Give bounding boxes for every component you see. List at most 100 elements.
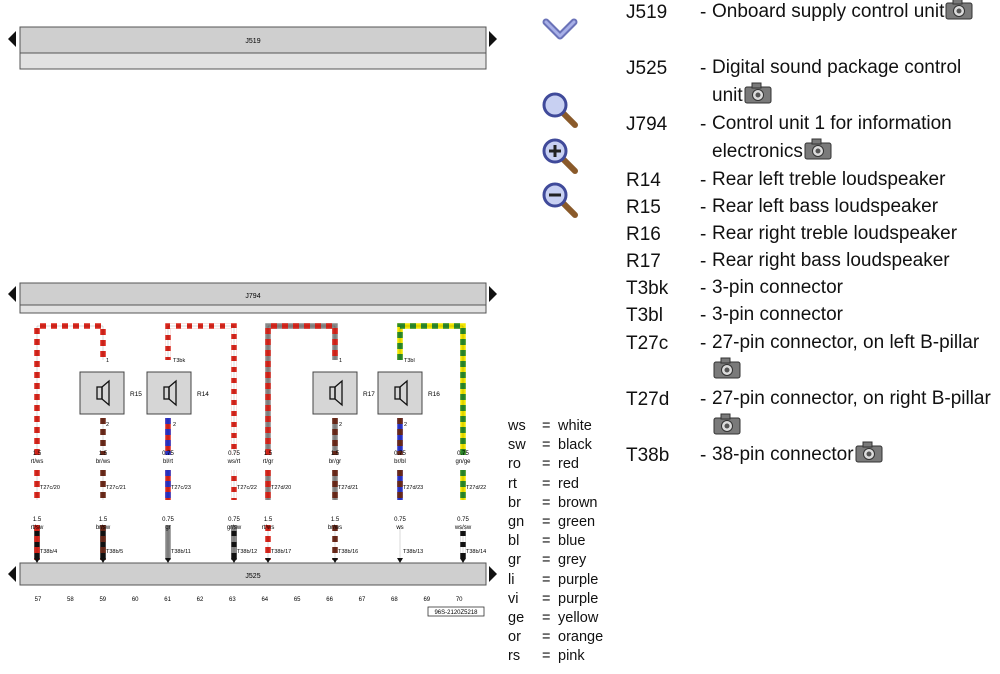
collapse-button[interactable] xyxy=(538,8,582,52)
legend-dash: - xyxy=(700,170,707,191)
legend-code: T38b xyxy=(626,445,670,466)
color-name: blue xyxy=(558,533,586,550)
camera-icon[interactable] xyxy=(855,441,883,463)
pin-arrow xyxy=(231,558,237,563)
color-name: orange xyxy=(558,629,604,646)
color-name: white xyxy=(558,418,592,434)
speaker-cone xyxy=(101,379,110,407)
top-bar-label: J519 xyxy=(245,38,260,45)
color-equals: = xyxy=(542,475,551,492)
color-equals: = xyxy=(542,418,551,434)
color-equals: = xyxy=(542,494,551,511)
connector-bottom-label: T38b/16 xyxy=(338,549,358,555)
legend-description-text: Rear right bass loudspeaker xyxy=(712,250,950,271)
speaker-cone xyxy=(399,379,408,407)
loop-wire-outline xyxy=(267,325,336,455)
zoom-out-icon xyxy=(542,182,578,218)
color-name: pink xyxy=(558,648,585,665)
color-equals: = xyxy=(542,533,551,550)
scroll-right-arrow-icon[interactable] xyxy=(489,31,497,47)
legend-description: 3-pin connector xyxy=(712,301,992,329)
color-abbr: vi xyxy=(508,590,519,607)
search-button[interactable] xyxy=(538,88,582,132)
wires-layer: 1.5rt/wsT27c/201.5rt/swT38b/41.5br/wsT27… xyxy=(31,323,486,563)
legend-description-text: 3-pin connector xyxy=(712,304,843,325)
loop-wire-outline xyxy=(36,325,104,455)
speaker-cone xyxy=(334,379,343,407)
wire-color-bottom: ws/sw xyxy=(454,525,472,531)
pin-arrow xyxy=(265,558,271,563)
speaker-pin-top: T3bl xyxy=(404,358,415,364)
wiring-diagram: J519 J794 1.5rt/wsT27c/201.5rt/swT38b/41… xyxy=(8,26,497,617)
connector-top-label: T27d/21 xyxy=(338,485,358,491)
scroll-left-arrow-icon[interactable] xyxy=(8,566,16,582)
speaker-pin-bottom: 2 xyxy=(339,422,342,428)
loop-wire-outline xyxy=(399,325,464,455)
zoom-out-button[interactable] xyxy=(538,178,582,222)
camera-icon[interactable] xyxy=(713,357,741,379)
connector-bottom-label: T38b/14 xyxy=(466,549,486,555)
legend-description: Rear left bass loudspeaker xyxy=(712,193,992,221)
connector-bottom-label: T38b/12 xyxy=(237,549,257,555)
speaker-pin-top: 1 xyxy=(106,358,109,364)
wire-color-bottom: gr/sw xyxy=(227,525,242,531)
legend-description-text: 3-pin connector xyxy=(712,277,843,298)
color-equals: = xyxy=(542,610,551,626)
pin-arrow xyxy=(397,558,403,563)
legend-dash: - xyxy=(700,278,707,299)
scale-number: 61 xyxy=(164,597,171,603)
legend-description-text: 27-pin connector, on right B-pillar xyxy=(712,388,991,409)
speaker-pin-top: T3bk xyxy=(173,358,185,364)
wire-gauge-bottom: 0.75 xyxy=(228,517,240,523)
scroll-left-arrow-icon[interactable] xyxy=(8,31,16,47)
connector-top-label: T27c/22 xyxy=(237,485,257,491)
legend-code: R14 xyxy=(626,170,661,191)
chevron-down-icon xyxy=(542,18,578,40)
color-abbr: ro xyxy=(508,456,521,473)
connector-bottom-label: T38b/11 xyxy=(171,549,191,555)
legend-description-text: 27-pin connector, on left B-pillar xyxy=(712,332,980,353)
zoom-in-button[interactable] xyxy=(538,134,582,178)
scroll-left-arrow-icon[interactable] xyxy=(8,286,16,302)
speaker-label: R16 xyxy=(428,391,440,398)
camera-icon[interactable] xyxy=(804,138,832,160)
legend-dash: - xyxy=(700,197,707,218)
wire-color-top: rt/gr xyxy=(263,459,274,465)
legend-description: Onboard supply control unit xyxy=(712,0,992,26)
speaker-pin-top: 1 xyxy=(339,358,342,364)
wire-color-bottom: br/sw xyxy=(96,525,111,531)
color-name: red xyxy=(558,456,579,473)
wire-gauge-top: 0.75 xyxy=(228,451,240,457)
connector-bottom-label: T38b/17 xyxy=(271,549,291,555)
legend-dash: - xyxy=(700,224,707,245)
scale-number: 63 xyxy=(229,597,236,603)
color-equals: = xyxy=(542,629,551,646)
legend-description-text: Digital sound package control unit xyxy=(712,57,962,106)
reference-code-box: 96S-2120Z5218 xyxy=(427,606,485,617)
color-abbr: bl xyxy=(508,533,520,550)
legend-dash: - xyxy=(700,389,707,410)
legend-code: R15 xyxy=(626,197,661,218)
pin-arrow xyxy=(100,558,106,563)
scroll-right-arrow-icon[interactable] xyxy=(489,566,497,582)
wire-gauge-bottom: 0.75 xyxy=(162,517,174,523)
scale-number: 69 xyxy=(423,597,430,603)
magnifier-icon xyxy=(542,92,578,128)
scale-number: 66 xyxy=(326,597,333,603)
wire-gauge-bottom: 1.5 xyxy=(99,517,108,523)
camera-icon[interactable] xyxy=(744,82,772,104)
legend-dash: - xyxy=(700,2,707,23)
camera-icon[interactable] xyxy=(945,0,973,20)
camera-icon[interactable] xyxy=(713,413,741,435)
wire-gauge-bottom: 1.5 xyxy=(33,517,42,523)
legend-description-text: Rear left treble loudspeaker xyxy=(712,169,946,190)
scroll-right-arrow-icon[interactable] xyxy=(489,286,497,302)
wire-gauge-bottom: 1.5 xyxy=(331,517,340,523)
color-abbr: rs xyxy=(508,648,521,665)
